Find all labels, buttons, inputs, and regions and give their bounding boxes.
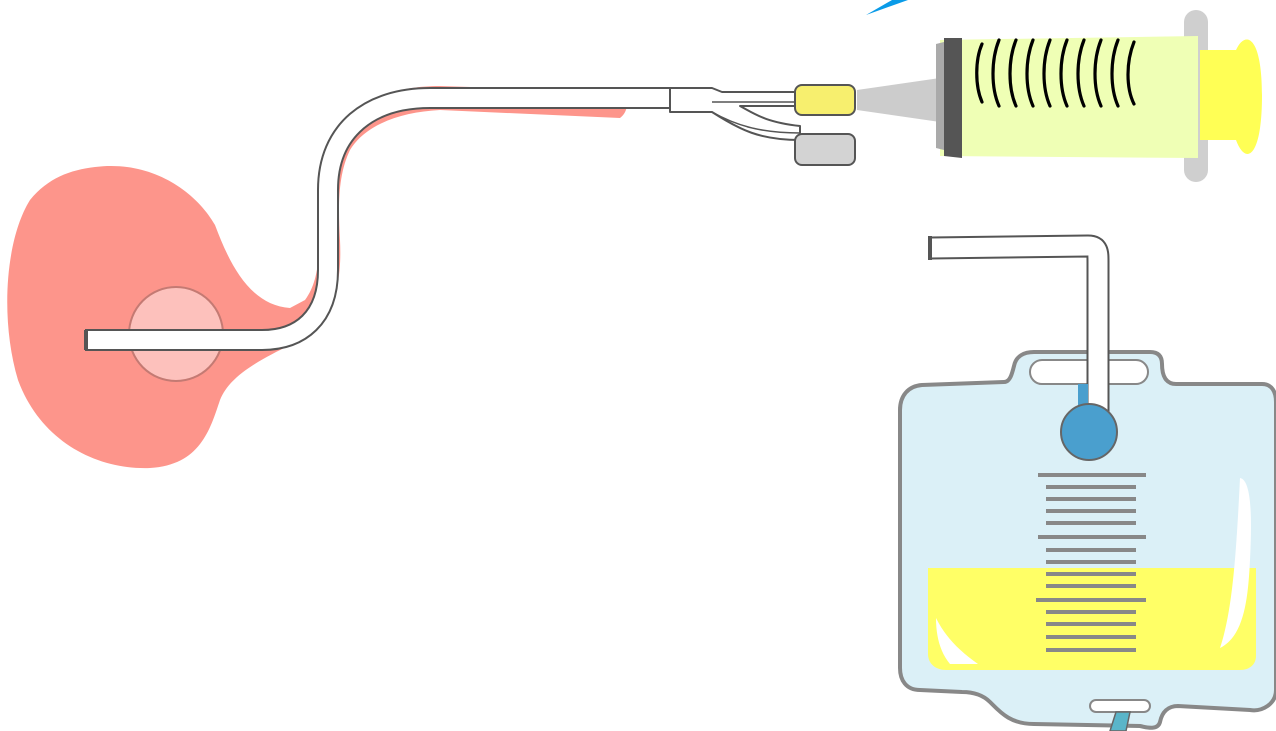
syringe-barrel-rim-light [936, 42, 944, 150]
bag-outlet-clamp [1089, 699, 1151, 713]
arrow-fragment [866, 0, 908, 15]
bag-inlet-tube [930, 236, 1108, 412]
balloon-inflation-port [794, 84, 856, 116]
urine-level [928, 568, 1256, 670]
catheter-tip [84, 330, 88, 350]
catheter-tube [86, 89, 672, 349]
bag-reflection-right [1220, 478, 1251, 648]
drainage-port [794, 133, 856, 166]
bag-inlet-tube-end [928, 236, 932, 260]
bag-reflection-left [936, 618, 978, 664]
bag-inflow-stream [1078, 384, 1088, 412]
bag-outlet-tube [1109, 711, 1131, 731]
syringe-barrel-rim [944, 38, 962, 158]
urine-drainage-bag [898, 234, 1276, 731]
syringe-plunger [1200, 39, 1262, 154]
syringe-barrel [940, 36, 1198, 158]
syringe-graduations [975, 38, 1136, 108]
bag-graduations [1036, 473, 1146, 652]
syringe-tip [857, 78, 940, 122]
bag-inlet-valve [1060, 403, 1118, 461]
syringe [857, 10, 1262, 182]
urinary-catheter [84, 84, 856, 351]
catheter-hub [669, 87, 801, 141]
hub-lower-branch-inner [711, 111, 801, 134]
